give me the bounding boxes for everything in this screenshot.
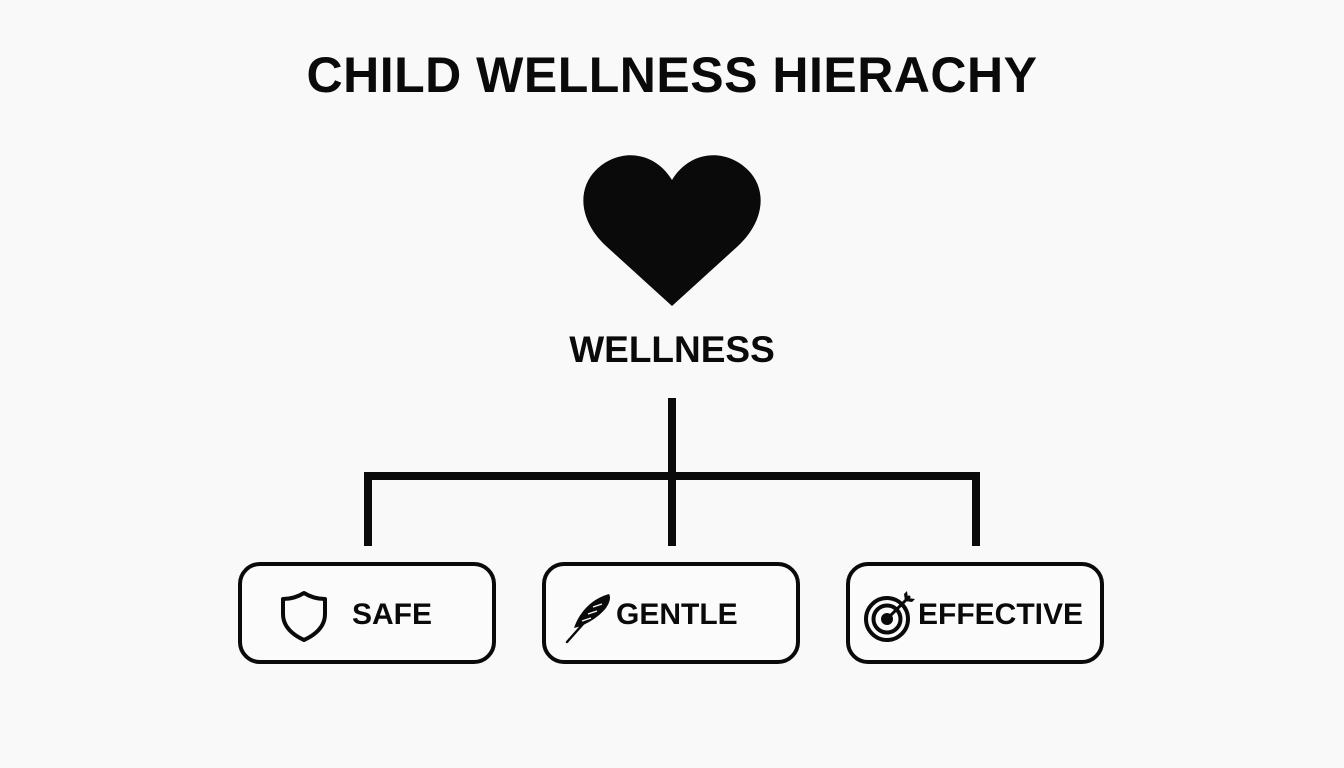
feather-icon (565, 594, 610, 644)
child-node-safe: SAFE (238, 562, 496, 664)
root-node-label: WELLNESS (569, 329, 775, 370)
shield-icon (281, 591, 327, 642)
child-node-effective: EFFECTIVE (846, 562, 1104, 664)
heart-icon (583, 155, 761, 306)
target-icon (864, 591, 915, 642)
child-node-gentle: GENTLE (542, 562, 800, 664)
diagram-title: CHILD WELLNESS HIERACHY (306, 47, 1038, 103)
child-node-label: SAFE (352, 598, 433, 631)
child-node-label: GENTLE (616, 598, 738, 631)
child-node-label: EFFECTIVE (918, 598, 1084, 631)
